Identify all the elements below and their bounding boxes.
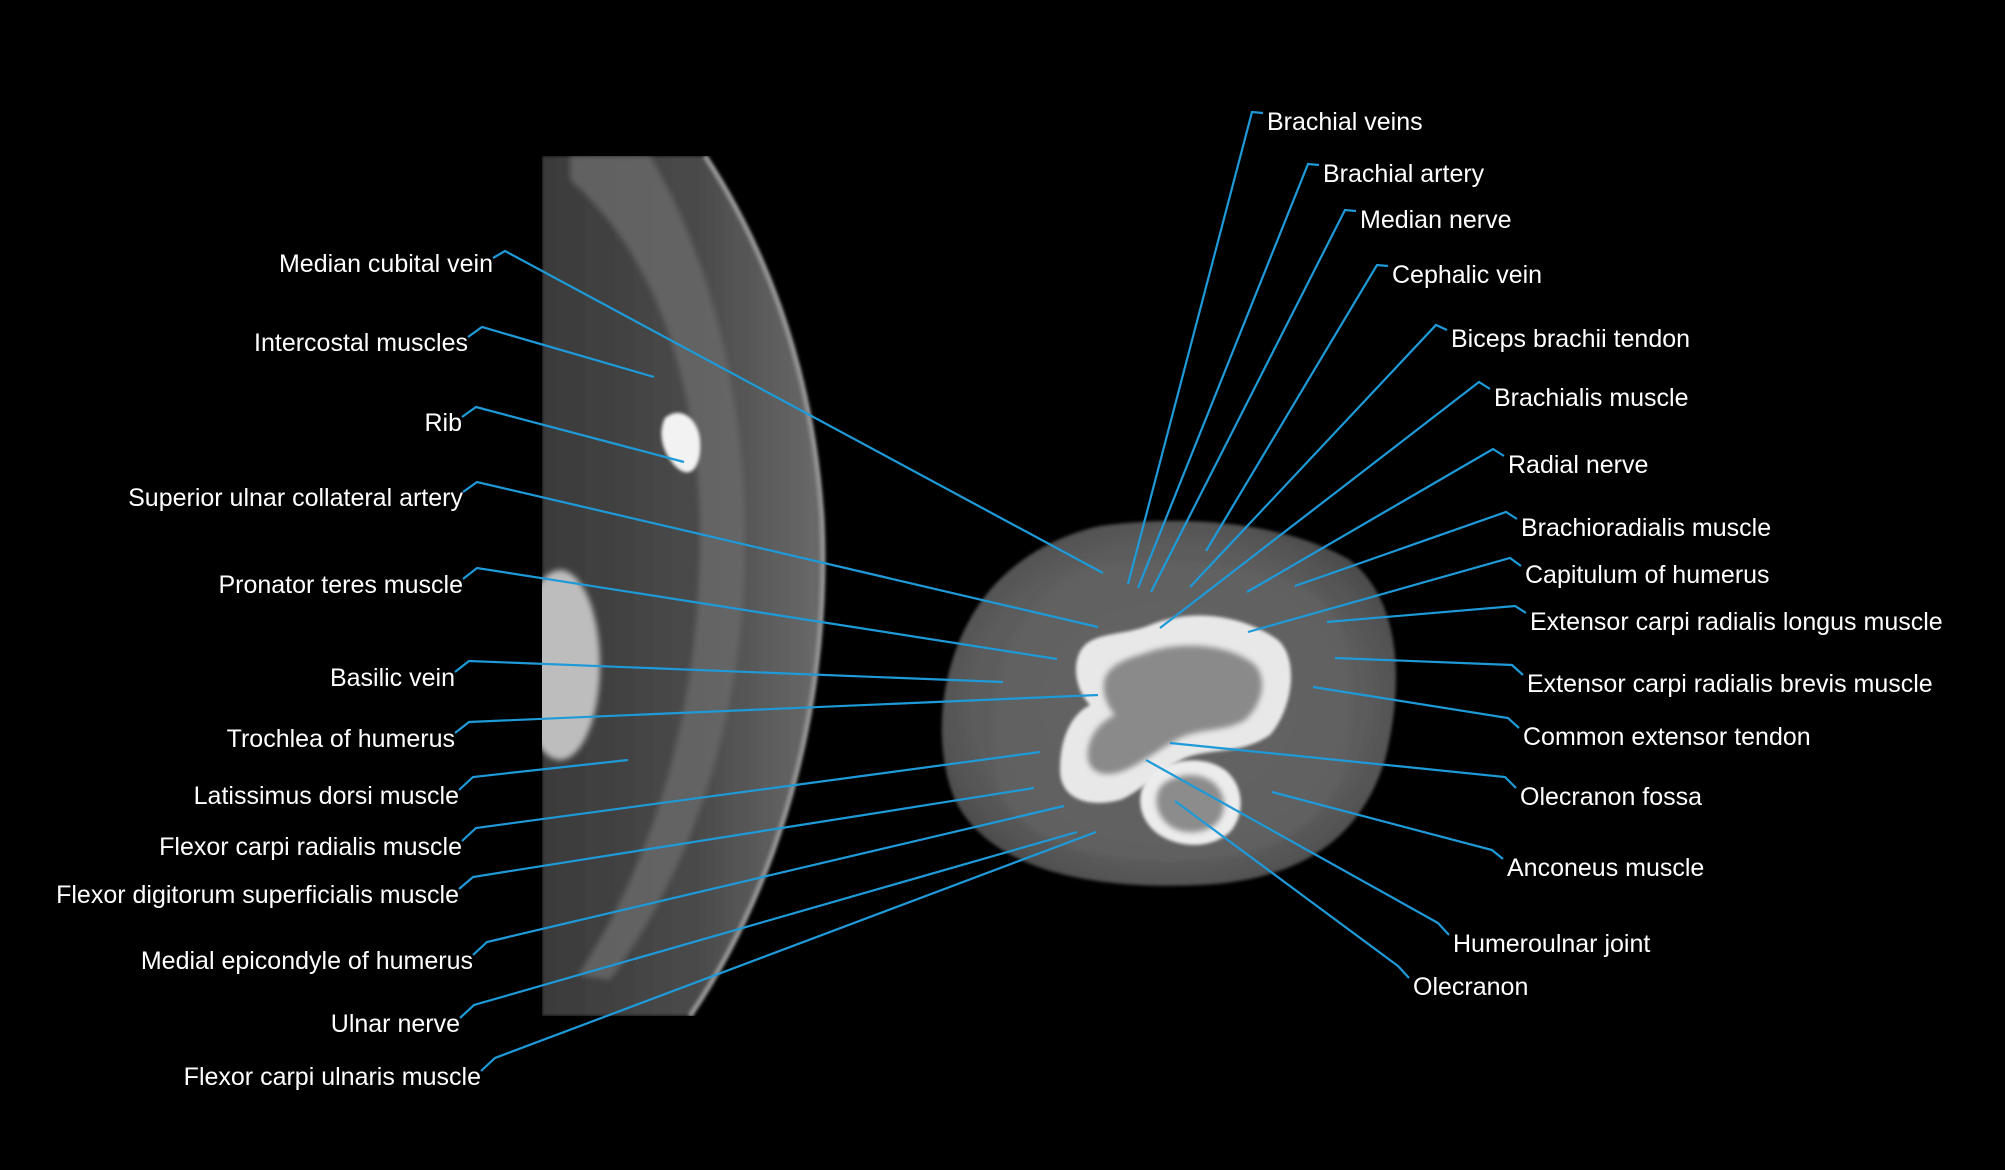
label-pronator-teres-muscle: Pronator teres muscle <box>218 571 463 599</box>
label-brachialis-muscle: Brachialis muscle <box>1494 384 1689 412</box>
label-olecranon: Olecranon <box>1413 973 1528 1001</box>
ct-chest-wall-image <box>542 156 826 1016</box>
label-flexor-carpi-radialis-muscle: Flexor carpi radialis muscle <box>159 833 462 861</box>
label-ulnar-nerve: Ulnar nerve <box>331 1010 460 1038</box>
leader-median-nerve <box>1150 208 1357 593</box>
label-radial-nerve: Radial nerve <box>1508 451 1648 479</box>
leader-lines <box>454 110 1527 1072</box>
leader-brachialis-muscle <box>1159 380 1491 629</box>
leader-capitulum-of-humerus <box>1247 556 1522 634</box>
label-anconeus-muscle: Anconeus muscle <box>1507 854 1704 882</box>
labels-right: Brachial veins Brachial artery Median ne… <box>1267 108 1943 1001</box>
leader-common-extensor-tendon <box>1312 685 1520 729</box>
label-brachioradialis-muscle: Brachioradialis muscle <box>1521 514 1771 542</box>
chest-wall-body <box>542 156 823 1016</box>
leader-rib <box>461 405 685 464</box>
leader-extensor-carpi-radialis-longus-muscle <box>1326 604 1527 624</box>
label-cephalic-vein: Cephalic vein <box>1392 261 1542 289</box>
leader-brachioradialis-muscle <box>1294 510 1518 588</box>
leader-extensor-carpi-radialis-brevis-muscle <box>1334 656 1524 676</box>
label-rib: Rib <box>424 409 462 437</box>
leader-olecranon <box>1174 800 1410 979</box>
label-brachial-veins: Brachial veins <box>1267 108 1423 136</box>
label-flexor-digitorum-superficialis-muscle: Flexor digitorum superficialis muscle <box>56 881 459 909</box>
leader-flexor-carpi-radialis-muscle <box>461 750 1041 842</box>
label-biceps-brachii-tendon: Biceps brachii tendon <box>1451 325 1690 353</box>
leader-ulnar-nerve <box>459 830 1078 1019</box>
label-capitulum-of-humerus: Capitulum of humerus <box>1525 561 1770 589</box>
leader-basilic-vein <box>454 659 1004 684</box>
humerus-medullary <box>1087 645 1263 774</box>
leader-median-cubital-vein <box>492 249 1104 574</box>
leader-latissimus-dorsi-muscle <box>458 758 629 791</box>
label-brachial-artery: Brachial artery <box>1323 160 1485 188</box>
leader-humeroulnar-joint <box>1145 759 1450 936</box>
label-superior-ulnar-collateral-artery: Superior ulnar collateral artery <box>128 484 463 512</box>
label-median-cubital-vein: Median cubital vein <box>279 250 493 278</box>
chest-wall-skin-edge <box>687 156 826 1016</box>
label-basilic-vein: Basilic vein <box>330 664 455 692</box>
leader-pronator-teres-muscle <box>462 566 1058 661</box>
leader-medial-epicondyle-of-humerus <box>472 804 1065 956</box>
label-medial-epicondyle-of-humerus: Medial epicondyle of humerus <box>141 947 473 975</box>
labels-left: Median cubital vein Intercostal muscles … <box>56 250 493 1091</box>
label-median-nerve: Median nerve <box>1360 206 1511 234</box>
leader-intercostal-muscles <box>467 325 655 379</box>
leader-brachial-veins <box>1126 110 1264 585</box>
leader-trochlea-of-humerus <box>454 693 1099 734</box>
olecranon-medullary <box>1156 775 1225 833</box>
label-humeroulnar-joint: Humeroulnar joint <box>1453 930 1650 958</box>
label-extensor-carpi-radialis-longus-muscle: Extensor carpi radialis longus muscle <box>1530 608 1943 636</box>
leader-brachial-artery <box>1136 162 1320 589</box>
leader-radial-nerve <box>1246 447 1505 593</box>
chest-wall-muscle-band <box>570 156 746 980</box>
label-extensor-carpi-radialis-brevis-muscle: Extensor carpi radialis brevis muscle <box>1527 670 1933 698</box>
label-trochlea-of-humerus: Trochlea of humerus <box>227 725 455 753</box>
label-common-extensor-tendon: Common extensor tendon <box>1523 723 1811 751</box>
label-flexor-carpi-ulnaris-muscle: Flexor carpi ulnaris muscle <box>184 1063 481 1091</box>
leader-flexor-digitorum-superficialis-muscle <box>458 786 1035 890</box>
leader-flexor-carpi-ulnaris-muscle <box>480 830 1097 1072</box>
leader-superior-ulnar-collateral-artery <box>462 480 1099 629</box>
leader-anconeus-muscle <box>1271 790 1504 860</box>
leader-olecranon-fossa <box>1169 741 1517 789</box>
leader-cephalic-vein <box>1205 263 1389 552</box>
leader-biceps-brachii-tendon <box>1189 323 1448 588</box>
label-olecranon-fossa: Olecranon fossa <box>1520 783 1702 811</box>
label-latissimus-dorsi-muscle: Latissimus dorsi muscle <box>194 782 459 810</box>
label-intercostal-muscles: Intercostal muscles <box>254 329 468 357</box>
